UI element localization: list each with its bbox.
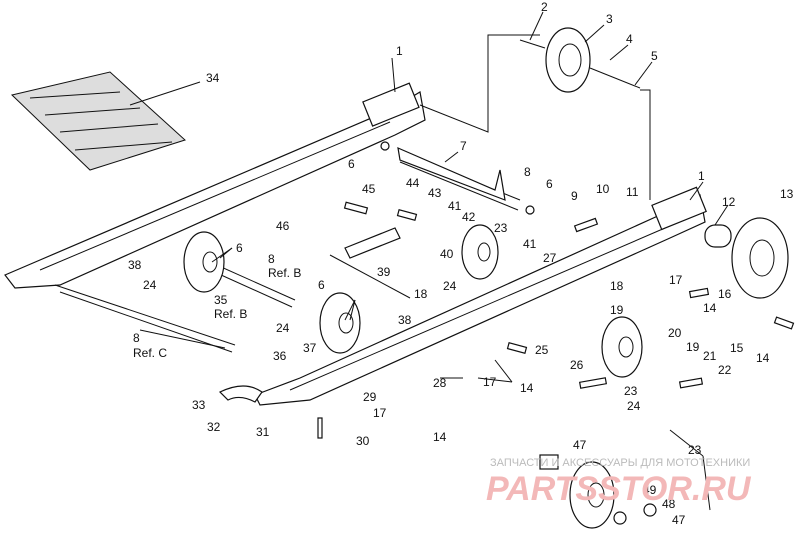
right-rail [254, 186, 707, 406]
watermark: ЗАПЧАСТИ И АКСЕССУАРЫ ДЛЯ МОТОТЕХНИКИ PA… [486, 457, 752, 508]
label-18: 18 [414, 287, 428, 301]
label-6: 6 [546, 177, 553, 191]
label-10: 10 [596, 182, 610, 196]
label-8: 8 [133, 331, 140, 345]
label-49: 49 [643, 483, 657, 497]
label-14: 14 [433, 430, 447, 444]
label-41: 41 [523, 237, 537, 251]
label-24: 24 [143, 278, 157, 292]
ref-c-label: Ref. C [133, 346, 167, 360]
ref-b-label: Ref. B [214, 307, 247, 321]
label-24: 24 [443, 279, 457, 293]
label-7: 7 [460, 139, 467, 153]
label-38: 38 [398, 313, 412, 327]
label-44: 44 [406, 176, 420, 190]
label-31: 31 [256, 425, 270, 439]
label-25: 25 [535, 343, 549, 357]
label-12: 12 [722, 195, 736, 209]
label-40: 40 [440, 247, 454, 261]
hardware [218, 141, 795, 525]
label-6: 6 [348, 157, 355, 171]
label-5: 5 [651, 49, 658, 63]
label-21: 21 [703, 349, 717, 363]
label-11: 11 [626, 185, 639, 199]
label-1: 1 [396, 44, 403, 58]
label-14: 14 [703, 301, 717, 315]
label-17: 17 [669, 273, 683, 287]
label-47: 47 [672, 513, 686, 527]
label-36: 36 [273, 349, 287, 363]
label-15: 15 [730, 341, 744, 355]
outline-box [419, 34, 651, 200]
track-section [10, 71, 186, 171]
label-23: 23 [494, 221, 508, 235]
label-24: 24 [276, 321, 290, 335]
label-1: 1 [698, 169, 705, 183]
label-8: 8 [268, 252, 275, 266]
label-33: 33 [192, 398, 206, 412]
label-17: 17 [373, 406, 387, 420]
label-35: 35 [214, 293, 228, 307]
part-labels: 1 1 2 3 4 5 6 6 6 6 7 8 8 8 Ref. B Ref. … [128, 0, 794, 527]
ref-b-label: Ref. B [268, 266, 301, 280]
label-19: 19 [686, 340, 700, 354]
label-46: 46 [276, 219, 290, 233]
label-48: 48 [662, 497, 676, 511]
leader-lines [129, 11, 729, 511]
label-24: 24 [627, 399, 641, 413]
label-20: 20 [668, 326, 682, 340]
label-26: 26 [570, 358, 584, 372]
label-37: 37 [303, 341, 317, 355]
label-2: 2 [541, 0, 548, 14]
label-38: 38 [128, 258, 142, 272]
label-41: 41 [448, 199, 462, 213]
label-16: 16 [718, 287, 732, 301]
label-47: 47 [573, 438, 587, 452]
ref-shafts [139, 329, 226, 349]
label-34: 34 [206, 71, 220, 85]
label-19: 19 [610, 303, 624, 317]
label-6: 6 [318, 278, 325, 292]
label-13: 13 [780, 187, 794, 201]
watermark-caption: ЗАПЧАСТИ И АКСЕССУАРЫ ДЛЯ МОТОТЕХНИКИ [490, 457, 750, 469]
label-22: 22 [718, 363, 732, 377]
label-27: 27 [543, 251, 557, 265]
label-3: 3 [606, 12, 613, 26]
left-rail [4, 82, 426, 289]
torque-arm [344, 147, 506, 259]
label-30: 30 [356, 434, 370, 448]
label-29: 29 [363, 390, 377, 404]
label-39: 39 [377, 265, 391, 279]
label-32: 32 [207, 420, 221, 434]
idler-wheels [183, 27, 789, 529]
label-28: 28 [433, 376, 447, 390]
watermark-logo: PARTSSTOR.RU [486, 470, 752, 508]
label-42: 42 [462, 210, 476, 224]
label-14: 14 [520, 381, 534, 395]
label-14: 14 [756, 351, 770, 365]
label-17: 17 [483, 375, 497, 389]
label-8: 8 [524, 165, 531, 179]
label-4: 4 [626, 32, 633, 46]
label-18: 18 [610, 279, 624, 293]
label-6: 6 [236, 241, 243, 255]
label-23: 23 [688, 443, 702, 457]
label-23: 23 [624, 384, 638, 398]
label-43: 43 [428, 186, 442, 200]
label-45: 45 [362, 182, 376, 196]
label-9: 9 [571, 189, 578, 203]
